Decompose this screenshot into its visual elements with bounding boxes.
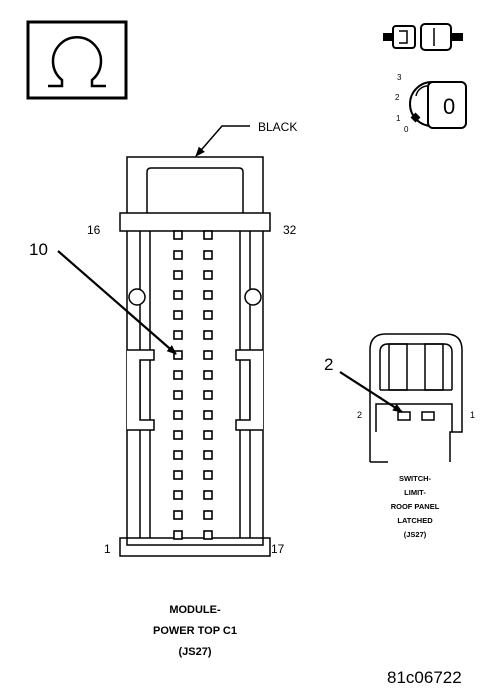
switch-caption-line-5: (JS27) (403, 530, 427, 539)
pin-cavity (173, 410, 183, 420)
main-caption-line-3: (JS27) (178, 646, 212, 658)
pin-label-17: 17 (271, 542, 285, 556)
pin-cavity (203, 530, 213, 540)
black-color-callout: BLACK (195, 120, 297, 157)
connector-color-label: BLACK (258, 120, 297, 134)
pin-cavity (203, 270, 213, 280)
key-position-3: 3 (397, 73, 402, 82)
pin-cavity (173, 230, 183, 240)
pin-label-1: 1 (104, 542, 111, 556)
pin-cavity (203, 230, 213, 240)
key-position-0: 0 (404, 125, 409, 134)
pin-cavity (173, 290, 183, 300)
switch-connector-caption: SWITCH- LIMIT- ROOF PANEL LATCHED (JS27) (370, 472, 460, 542)
pin-cavity (173, 430, 183, 440)
main-caption-line-2: POWER TOP C1 (153, 625, 237, 637)
main-connector-caption: MODULE- POWER TOP C1 (JS27) (120, 600, 270, 663)
pin-cavity (173, 470, 183, 480)
pin-cavity (173, 350, 183, 360)
pin-cavity (203, 430, 213, 440)
callout-pin-2-label: 2 (324, 355, 333, 374)
pin-cavity (203, 470, 213, 480)
switch-pin-label-1: 1 (470, 410, 475, 420)
main-connector-housing (119, 156, 271, 557)
switch-pin-label-2: 2 (357, 410, 362, 420)
pin-cavity (173, 310, 183, 320)
pin-cavity (203, 390, 213, 400)
main-connector-pins (173, 230, 213, 540)
pin-cavity (203, 350, 213, 360)
ohmmeter-icon (26, 20, 128, 100)
pin-cavity (173, 490, 183, 500)
pin-cavity (173, 510, 183, 520)
callout-pin-2: 2 (324, 355, 403, 413)
pin-cavity (203, 250, 213, 260)
switch-caption-line-2: LIMIT- (404, 488, 426, 497)
key-position-1: 1 (396, 114, 401, 123)
pin-cavity (173, 370, 183, 380)
pin-cavity (203, 290, 213, 300)
callout-pin-10: 10 (29, 240, 177, 355)
figure-id: 81c06722 (387, 668, 462, 687)
key-position-selected: 0 (443, 94, 455, 119)
pin-cavity (173, 390, 183, 400)
pin-cavity (203, 450, 213, 460)
ignition-key-icon: 3 2 1 0 0 (395, 73, 467, 134)
switch-caption-line-3: ROOF PANEL (390, 502, 440, 511)
switch-caption-line-1: SWITCH- (398, 474, 432, 483)
pin-label-32: 32 (283, 223, 297, 237)
pin-cavity (203, 370, 213, 380)
key-position-2: 2 (395, 93, 400, 102)
pin-cavity (173, 330, 183, 340)
main-caption-line-1: MODULE- (169, 604, 221, 616)
pin-cavity (203, 510, 213, 520)
pin-cavity (173, 250, 183, 260)
disconnect-connector-icon (383, 23, 463, 51)
pin-label-16: 16 (87, 223, 101, 237)
pin-cavity (203, 490, 213, 500)
switch-connector-housing (369, 333, 463, 463)
pin-cavity (173, 450, 183, 460)
callout-pin-10-label: 10 (29, 240, 48, 259)
pin-cavity (173, 530, 183, 540)
switch-caption-line-4: LATCHED (397, 516, 433, 525)
pin-cavity (203, 410, 213, 420)
pin-cavity (173, 270, 183, 280)
pin-cavity (203, 330, 213, 340)
pin-cavity (203, 310, 213, 320)
